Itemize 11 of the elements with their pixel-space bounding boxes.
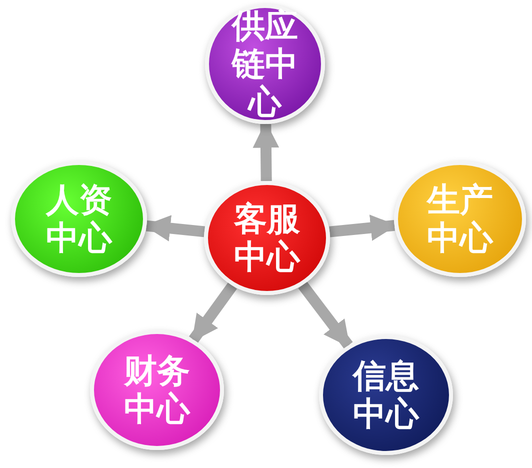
node-label: 人资中心: [44, 181, 114, 257]
node-label: 财务中心: [122, 352, 192, 428]
arrow: [329, 214, 398, 241]
arrow: [188, 282, 237, 343]
arrow: [298, 282, 353, 349]
arrow: [144, 215, 205, 242]
node-label: 客服中心: [232, 200, 302, 276]
node-label: 信息中心: [351, 357, 420, 433]
arrow: [252, 121, 280, 182]
node-label: 生产中心: [425, 181, 494, 257]
node-label: 供应链中心: [230, 7, 299, 121]
